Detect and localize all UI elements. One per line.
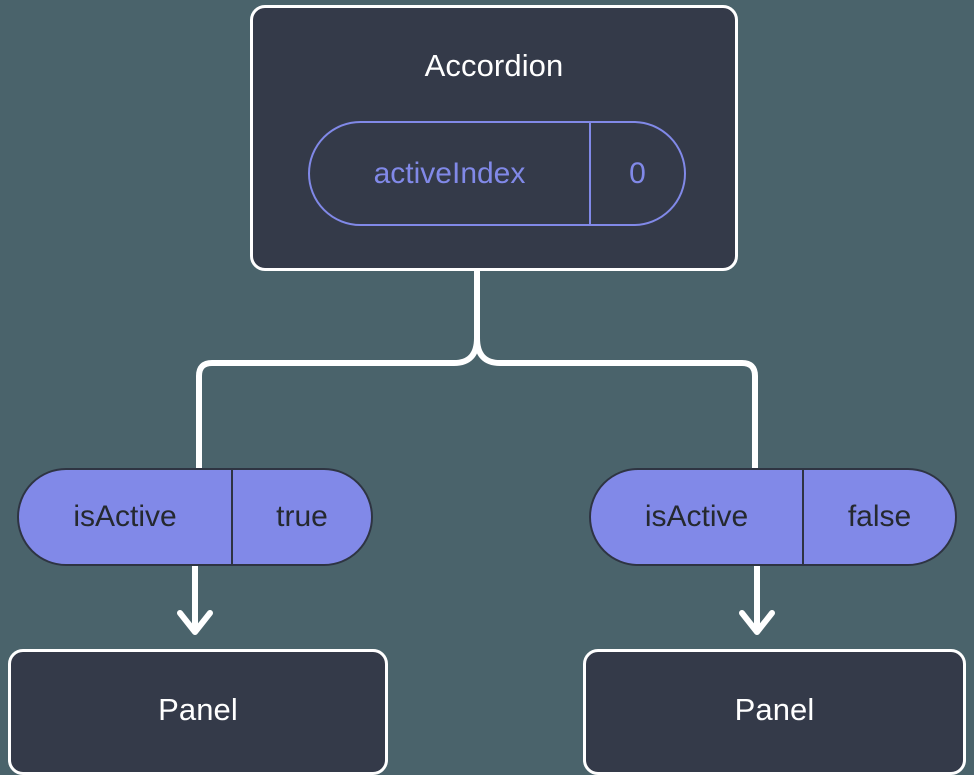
prop-pill-divider-left bbox=[231, 470, 233, 564]
prop-pill-value-left: true bbox=[276, 500, 328, 533]
connector-root-branch-left bbox=[196, 335, 480, 471]
connector-root-branch bbox=[474, 265, 758, 471]
prop-pill-divider-right bbox=[802, 470, 804, 564]
state-pill-value: 0 bbox=[629, 156, 646, 190]
prop-pill-isactive-false[interactable]: isActive false bbox=[589, 468, 957, 566]
component-node-accordion[interactable]: Accordion activeIndex 0 bbox=[250, 5, 738, 271]
component-title-accordion: Accordion bbox=[424, 48, 564, 83]
state-pill-divider bbox=[589, 123, 591, 224]
prop-pill-value-right: false bbox=[847, 500, 912, 533]
component-title-panel-left: Panel bbox=[158, 691, 238, 727]
state-pill-activeindex[interactable]: activeIndex 0 bbox=[308, 121, 686, 226]
state-pill-key: activeIndex bbox=[373, 156, 526, 190]
prop-pill-isactive-true[interactable]: isActive true bbox=[17, 468, 373, 566]
component-node-panel-left[interactable]: Panel bbox=[8, 649, 388, 775]
component-title-panel-right: Panel bbox=[734, 691, 815, 727]
connector-right-arrow-head bbox=[739, 610, 775, 635]
component-node-panel-right[interactable]: Panel bbox=[583, 649, 966, 775]
prop-pill-key-left: isActive bbox=[73, 500, 177, 533]
prop-pill-key-right: isActive bbox=[644, 500, 749, 533]
connector-left-arrow-head bbox=[177, 610, 213, 635]
